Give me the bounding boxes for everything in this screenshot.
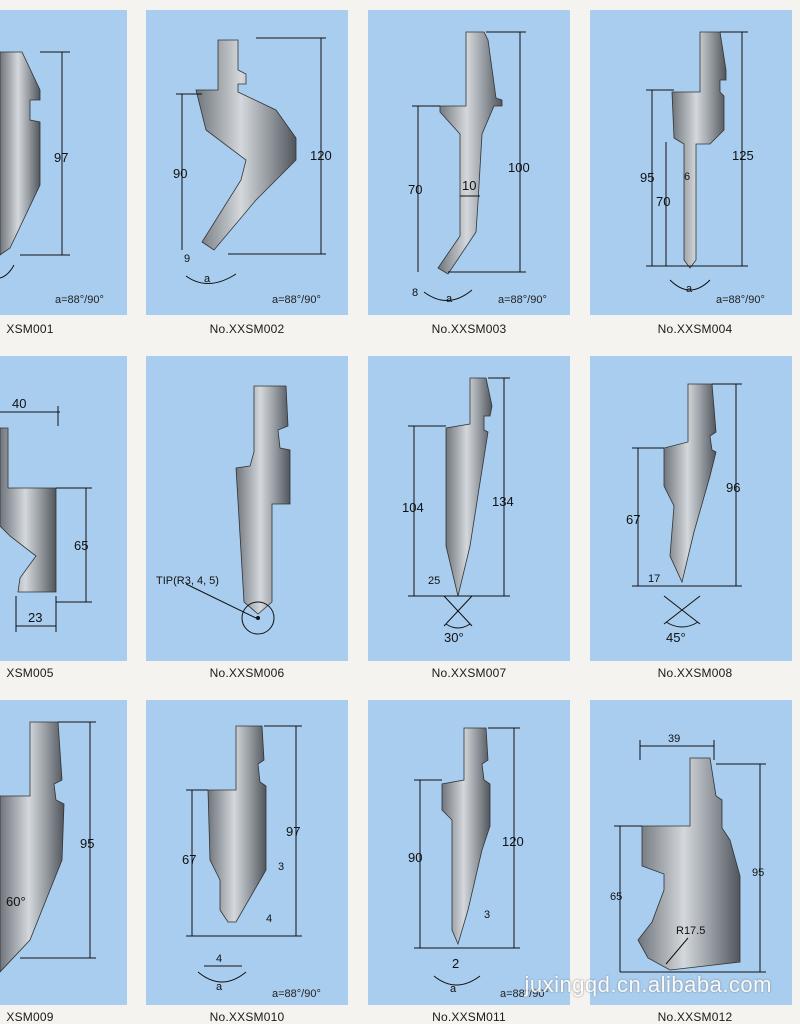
dim-100: 100 [508,160,530,175]
tool-panel-xxsm006: TIP(R3, 4, 5) [146,356,348,661]
tip-label: TIP(R3, 4, 5) [156,575,219,587]
dim-120: 120 [310,148,332,163]
dim-23: 23 [28,610,42,625]
dim-70: 70 [408,182,422,197]
dim-8: 8 [412,287,418,299]
dim-17: 17 [648,573,660,585]
dim-95: 95 [752,867,764,879]
tool-panel-xxsm011: 90 120 3 2 a a=88°/90° [368,700,570,1005]
dim-r17-5: R17.5 [676,925,705,937]
dim-104: 104 [402,500,424,515]
dim-4-right: 4 [266,913,272,925]
dim-65: 65 [74,538,88,553]
dim-4-bottom: 4 [216,953,222,965]
tool-panel-xsm009: 95 60° [0,700,127,1005]
dim-a: a [216,981,223,993]
caption-xsm001: XSM001 [6,322,54,336]
dim-25: 25 [428,575,440,587]
tool-drawing-xxsm011: 90 120 3 2 a [408,727,524,995]
tool-drawing-xxsm003: 10 70 100 8 a [408,31,530,305]
angle-note: a=88°/90° [500,988,549,1000]
caption-xxsm003: No.XXSM003 [431,322,507,336]
tool-drawing-xxsm004: 6 95 70 125 a [640,31,754,295]
dim-a: a [686,283,693,295]
dim-90: 90 [173,166,187,181]
caption-xsm009: XSM009 [6,1010,54,1024]
dim-10: 10 [462,178,476,193]
dim-120: 120 [502,834,524,849]
tool-drawing-xxsm006: TIP(R3, 4, 5) [156,385,291,635]
tool-panel-xxsm002: 90 120 9 a a=88°/90° [146,10,348,315]
tool-panel-xxsm008: 67 96 17 45° [590,356,792,661]
tool-drawing-xsm009: 95 60° [0,721,96,973]
dim-a: a [450,983,457,995]
tool-panel-xxsm010: 67 97 3 4 4 a a=88°/90° [146,700,348,1005]
caption-xxsm002: No.XXSM002 [209,322,285,336]
tool-panel-xxsm007: 104 134 25 30° [368,356,570,661]
dim-a: a [204,273,211,285]
dim-40: 40 [12,396,26,411]
tool-drawing-xsm005: 40 65 23 [0,396,92,632]
angle-note: a=88°/90° [55,294,104,306]
dim-96: 96 [726,480,740,495]
angle-note: a=88°/90° [272,294,321,306]
tool-panel-xxsm012: 39 95 65 R17.5 [590,700,792,1005]
caption-xxsm004: No.XXSM004 [657,322,733,336]
caption-xsm005: XSM005 [6,666,54,680]
dim-125: 125 [732,148,754,163]
caption-xxsm010: No.XXSM010 [209,1010,285,1024]
tool-panel-xsm005: 40 65 23 [0,356,127,661]
dim-6: 6 [684,171,690,183]
caption-xxsm012: No.XXSM012 [657,1010,733,1024]
angle-note: a=88°/90° [272,988,321,1000]
tool-drawing-xsm001: 97 [0,51,70,279]
tool-panel-xsm001: 97 a=88°/90° [0,10,127,315]
dim-95: 95 [640,170,654,185]
caption-xxsm006: No.XXSM006 [209,666,285,680]
tool-drawing-xxsm012: 39 95 65 R17.5 [610,733,766,973]
dim-3: 3 [278,861,284,873]
tool-drawing-xxsm007: 104 134 25 30° [402,377,514,645]
caption-xxsm007: No.XXSM007 [431,666,507,680]
dim-134: 134 [492,494,514,509]
tool-drawing-xxsm010: 67 97 3 4 4 a [182,725,302,993]
angle-note: a=88°/90° [498,294,547,306]
tool-panel-xxsm003: 10 70 100 8 a a=88°/90° [368,10,570,315]
angle-note: a=88°/90° [716,294,765,306]
dim-45deg: 45° [666,630,686,645]
dim-30deg: 30° [444,630,464,645]
dim-90: 90 [408,850,422,865]
dim-97: 97 [286,824,300,839]
dim-39: 39 [668,733,680,745]
caption-xxsm011: No.XXSM011 [432,1010,506,1024]
dim-3: 3 [484,909,490,921]
tool-panel-xxsm004: 6 95 70 125 a a=88°/90° [590,10,792,315]
dim-65: 65 [610,891,622,903]
dim-2: 2 [452,956,459,971]
dim-95: 95 [80,836,94,851]
dim-67: 67 [182,852,196,867]
dim-67: 67 [626,512,640,527]
caption-xxsm008: No.XXSM008 [657,666,733,680]
dim-9: 9 [184,253,190,265]
dim-97: 97 [54,150,68,165]
watermark-text: juxingqd.cn.alibaba.com [524,972,772,997]
dim-60deg: 60° [6,894,26,909]
tool-drawing-xxsm002: 90 120 9 a [173,37,332,285]
dim-70: 70 [656,194,670,209]
dim-a: a [446,293,453,305]
tool-drawing-xxsm008: 67 96 17 45° [626,383,742,645]
